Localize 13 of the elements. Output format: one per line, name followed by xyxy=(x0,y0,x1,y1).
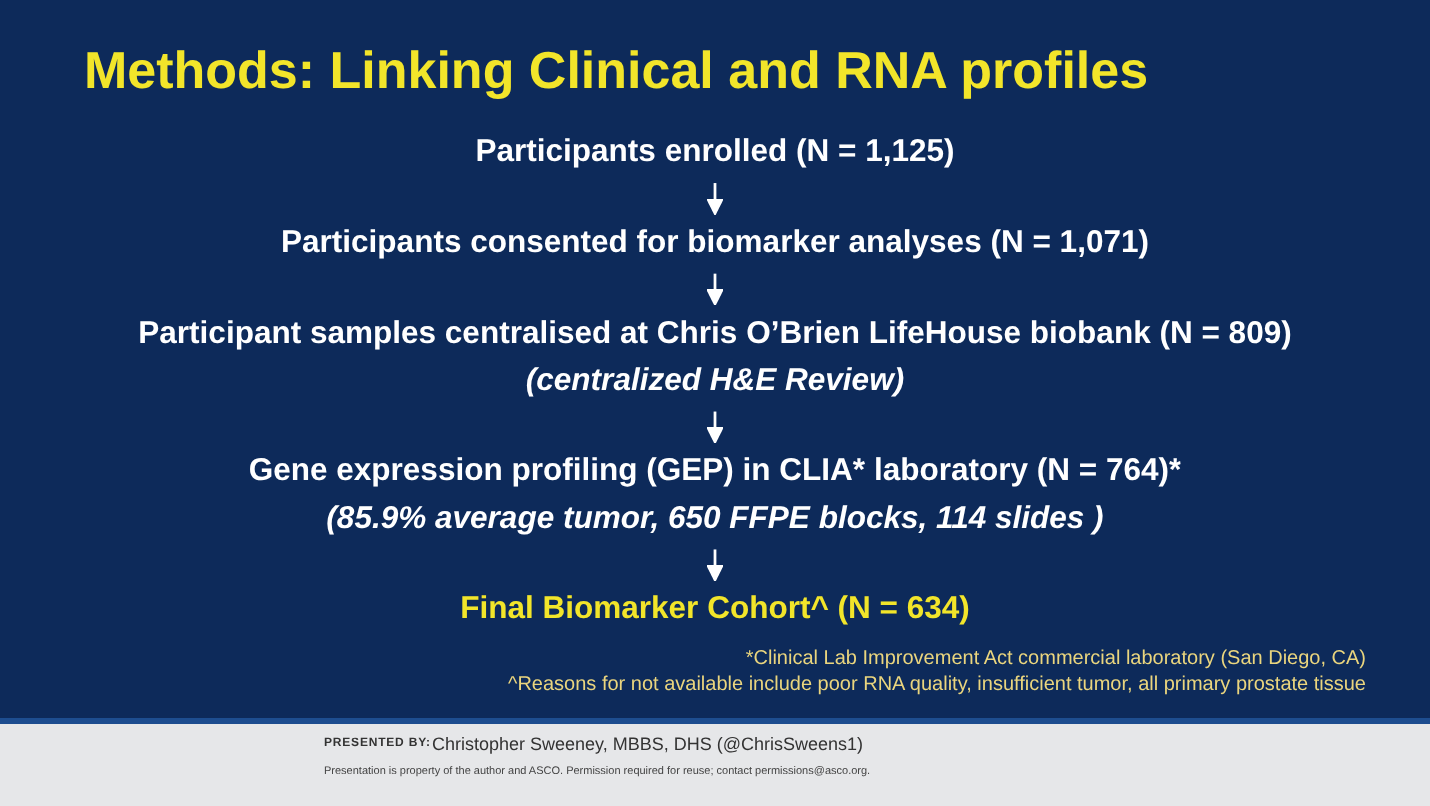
footnote: *Clinical Lab Improvement Act commercial laboratory (San Diego, CA) xyxy=(743,646,1366,672)
node-text: Participants consented for biomarker analyses (N = 1,071) xyxy=(281,226,1149,260)
slide-title: Methods: Linking Clinical and RNA profiles xyxy=(84,40,1149,102)
arrow xyxy=(706,183,724,216)
arrow xyxy=(706,273,724,306)
node-text: Participant samples centralised at Chris O’Brien LifeHouse biobank (N = 809) (centralized H&E Review) xyxy=(138,316,1292,398)
presenter-credit: Christopher Sweeney, MBBS, DHS (@ChrisSweens1) xyxy=(432,734,864,754)
node-text: Gene expression profiling (GEP) in CLIA* laboratory (N = 764)* (85.9% average tumor, 650 FFPE blocks, 114 slides ) xyxy=(248,454,1182,536)
node-text: Participants enrolled (N = 1,125) xyxy=(475,135,955,170)
arrow xyxy=(706,549,724,582)
arrow xyxy=(706,411,724,444)
footnote: ^Reasons for not available include poor RNA quality, insufficient tumor, all primary prostate tissue xyxy=(508,672,1366,698)
node-text: Final Biomarker Cohort^ (N = 634) xyxy=(460,592,970,627)
